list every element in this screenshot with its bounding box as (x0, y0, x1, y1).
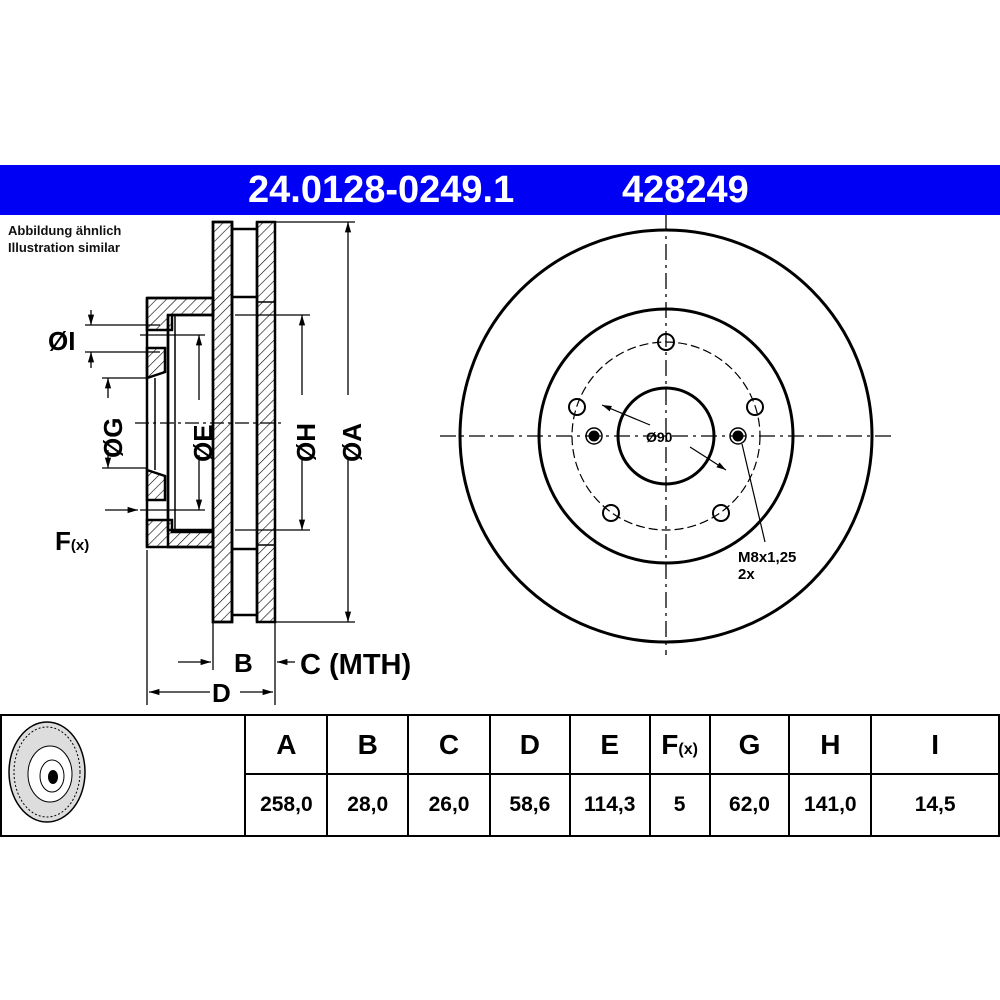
label-bore: Ø90 (646, 429, 673, 445)
value-c: 26,0 (407, 773, 491, 837)
header-e: E (568, 713, 651, 776)
header-d: D (488, 713, 571, 776)
value-h: 141,0 (788, 773, 873, 837)
label-thread: M8x1,25 (738, 549, 796, 566)
dimension-lines (85, 221, 355, 705)
front-view (440, 215, 895, 655)
label-dia-e: ØE (188, 424, 218, 462)
header-c: C (407, 713, 491, 776)
disc-thumbnail (0, 714, 247, 837)
label-dia-h: ØH (291, 423, 321, 462)
label-thread-count: 2x (738, 566, 755, 583)
value-d: 58,6 (488, 773, 571, 837)
label-dia-a: ØA (337, 423, 367, 462)
label-c: C (MTH) (300, 649, 411, 681)
label-d: D (212, 678, 231, 708)
reference-number: 428249 (622, 169, 749, 211)
section-view (145, 220, 277, 624)
note-german: Abbildung ähnlich (8, 223, 122, 238)
value-g: 62,0 (708, 773, 791, 837)
title-bar: 24.0128-0249.1 428249 (0, 165, 1000, 215)
header-b: B (326, 713, 410, 776)
value-i: 14,5 (870, 773, 1000, 837)
header-f: F(x) (648, 713, 711, 776)
value-f: 5 (648, 773, 711, 837)
label-dia-g: ØG (98, 418, 128, 458)
brake-disc-icon (8, 721, 86, 823)
value-b: 28,0 (326, 773, 410, 837)
header-i: I (870, 713, 1000, 776)
label-dia-i: ØI (48, 326, 75, 356)
header-h: H (788, 713, 873, 776)
value-e: 114,3 (568, 773, 651, 837)
note-english: Illustration similar (8, 240, 120, 255)
part-number: 24.0128-0249.1 (248, 169, 515, 211)
illustration-note: Abbildung ähnlich Illustration similar (8, 222, 121, 256)
value-a: 258,0 (244, 773, 329, 837)
header-g: G (708, 713, 791, 776)
label-b: B (234, 648, 253, 678)
label-f: F(x) (55, 526, 89, 556)
technical-drawing: ØI ØG ØE ØH ØA F(x) B C (MTH) D Ø90 M8x1… (48, 215, 895, 708)
dimension-table: A B C D E F(x) G H I 258,0 28,0 26,0 58,… (0, 713, 1000, 837)
header-a: A (244, 713, 329, 776)
